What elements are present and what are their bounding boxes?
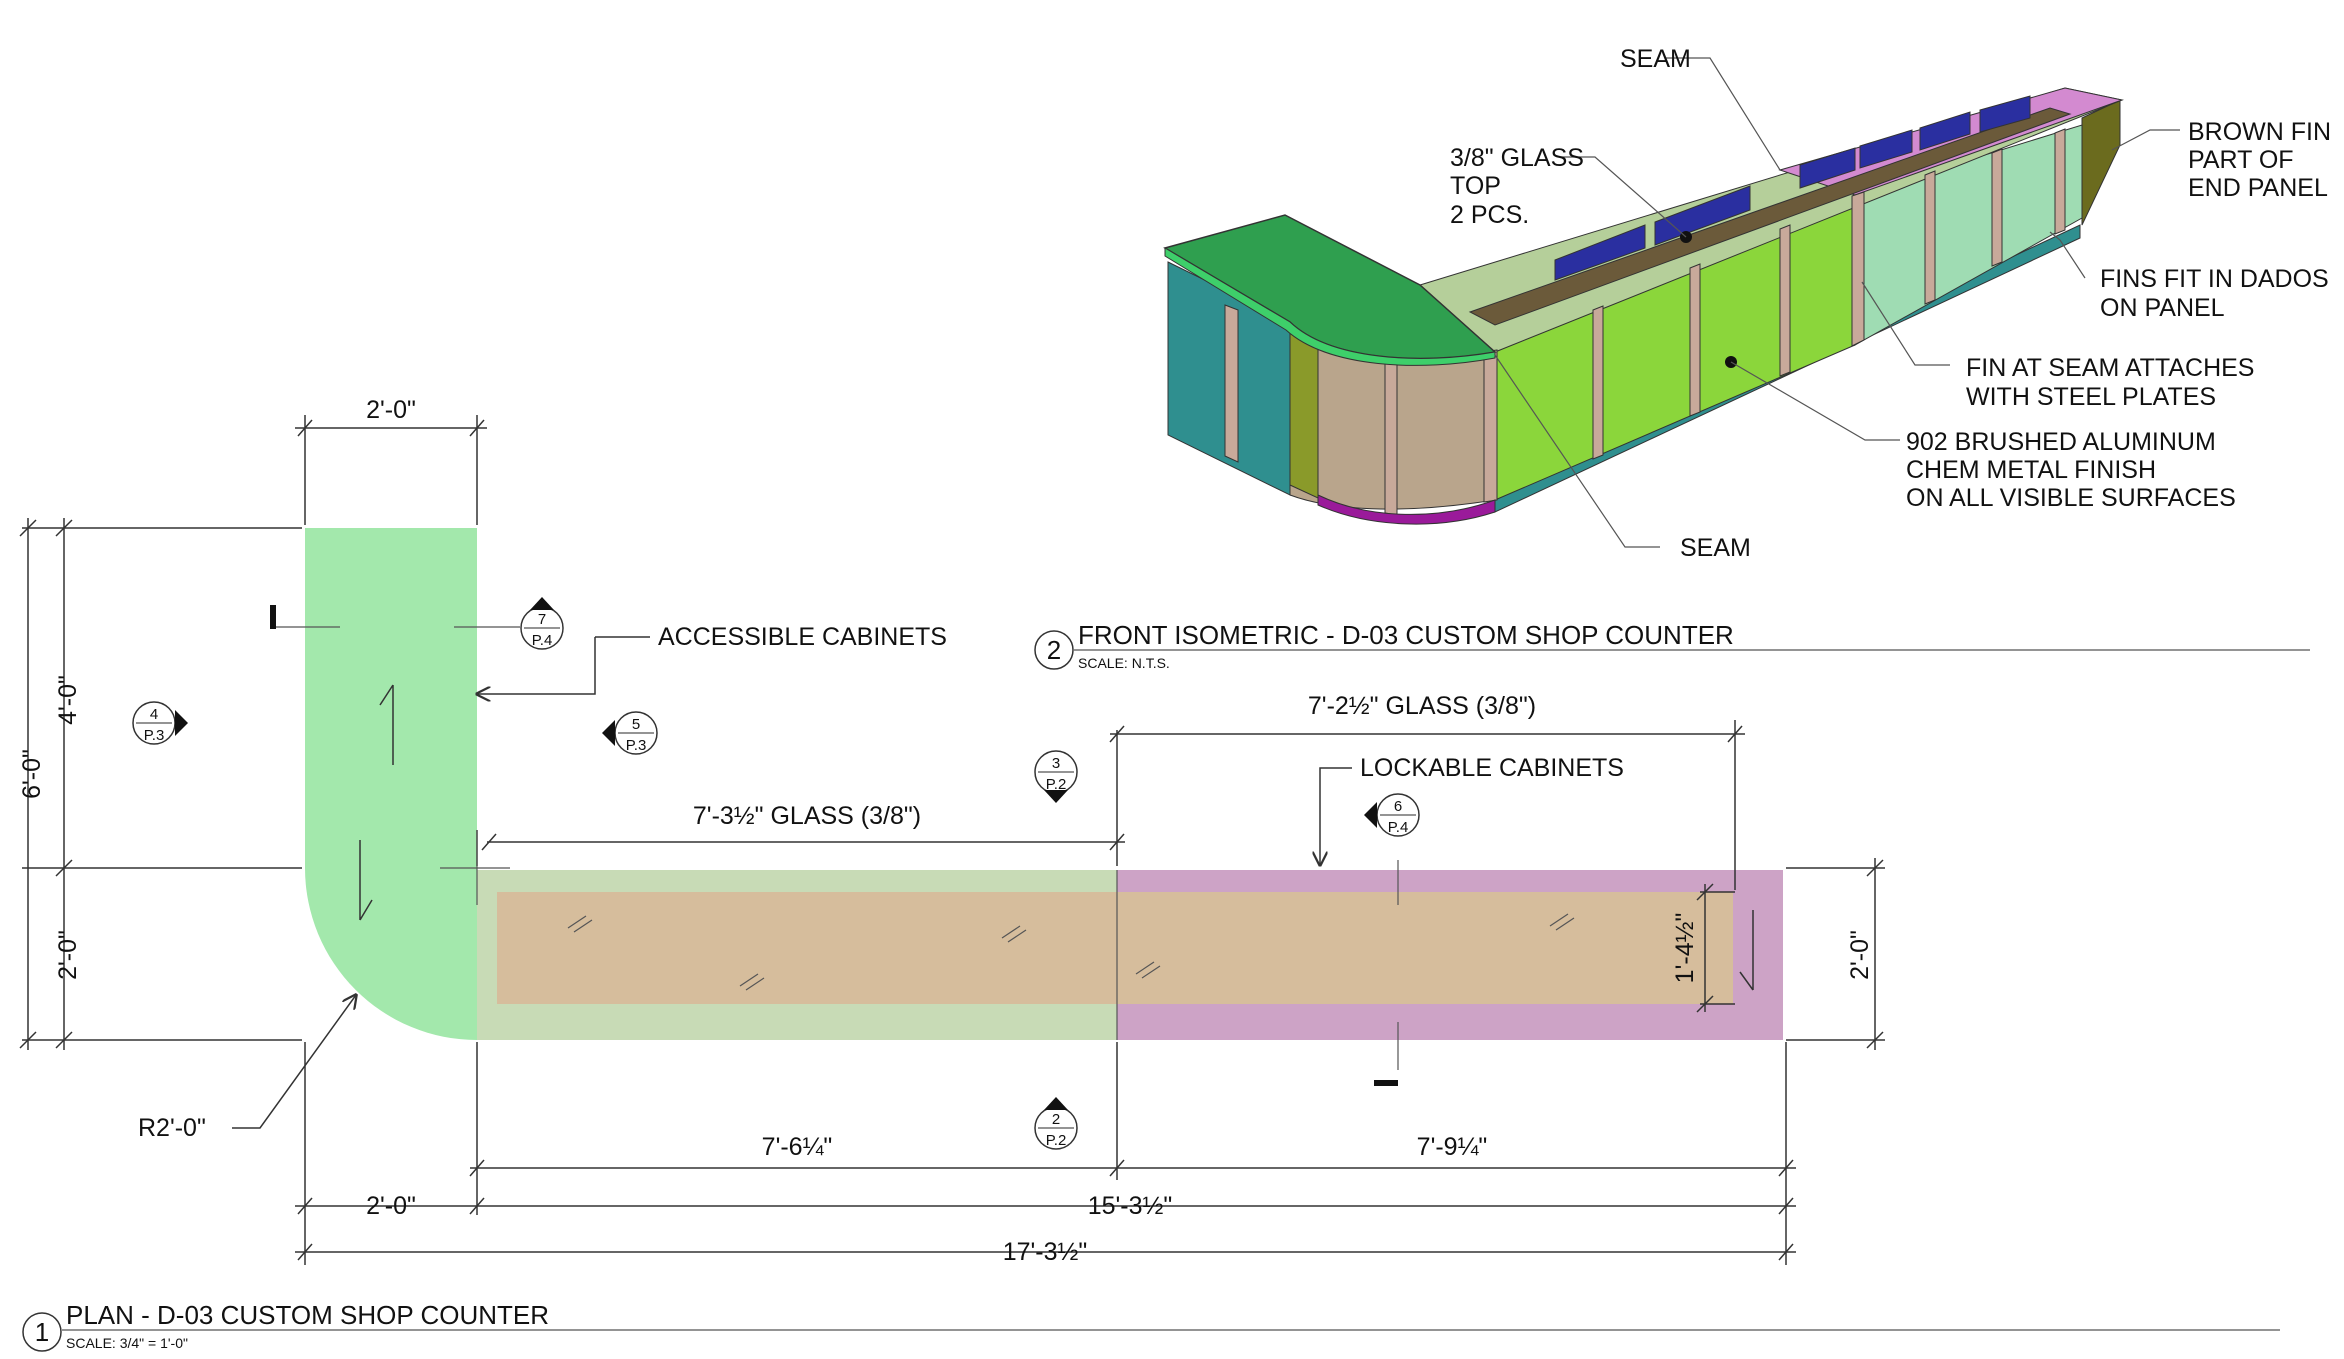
dim-left-6ft: 6'-0" — [18, 749, 46, 799]
section-tag-2-p2[interactable]: 2 P.2 — [1034, 1097, 1078, 1150]
plan-title: PLAN - D-03 CUSTOM SHOP COUNTER — [66, 1300, 549, 1330]
note-alum-line3: ON ALL VISIBLE SURFACES — [1906, 484, 2236, 512]
plan-scale: SCALE: 3/4" = 1'-0" — [66, 1335, 188, 1351]
section-cut-mark — [270, 605, 276, 629]
dim-bottom-right-run: 7'-9¼" — [1417, 1133, 1488, 1161]
iso-title-block: 2 FRONT ISOMETRIC - D-03 CUSTOM SHOP COU… — [1034, 620, 2310, 671]
note-alum-line2: CHEM METAL FINISH — [1906, 456, 2156, 484]
note-glass-line3: 2 PCS. — [1450, 201, 1529, 229]
glass-hatch-marks — [567, 913, 1575, 991]
note-steel-line2: WITH STEEL PLATES — [1966, 383, 2216, 411]
svg-text:P.2: P.2 — [1046, 776, 1067, 793]
note-lockable-cabinets: LOCKABLE CABINETS — [1360, 754, 1624, 782]
iso-curved-base — [1317, 494, 1496, 525]
section-tag-6-p4[interactable]: 6 P.4 — [1364, 793, 1420, 837]
iso-return-fin — [1224, 304, 1239, 463]
dim-top-width: 2'-0" — [366, 396, 416, 424]
plan-view: 2'-0" 6'-0" 4'-0" 2'-0" 2'-0" — [18, 396, 2280, 1352]
iso-inner-channel — [1468, 107, 2072, 326]
section-tag-4-p3[interactable]: 4 P.3 — [132, 701, 188, 745]
note-accessible-cabinets: ACCESSIBLE CABINETS — [658, 623, 947, 651]
iso-title-number: 2 — [1047, 635, 1061, 665]
iso-curved-fin-left — [1289, 321, 1319, 499]
note-fin-line2: PART OF — [2188, 146, 2294, 174]
note-fin-line3: END PANEL — [2188, 174, 2328, 202]
iso-scale: SCALE: N.T.S. — [1078, 655, 1170, 671]
iso-curved-fin — [1384, 359, 1398, 516]
note-dado-line2: ON PANEL — [2100, 294, 2225, 322]
note-fin-line1: BROWN FIN — [2188, 118, 2331, 146]
dim-glass-left: 7'-3½" GLASS (3/8") — [693, 802, 921, 830]
accessible-cabinet-area — [305, 528, 477, 1040]
svg-text:P.2: P.2 — [1046, 1132, 1067, 1149]
isometric-view: SEAM 3/8" GLASS TOP 2 PCS. BROWN FIN PAR… — [1034, 45, 2331, 671]
note-radius: R2'-0" — [138, 1114, 206, 1142]
iso-seam-fin — [1483, 349, 1498, 503]
note-dado-line1: FINS FIT IN DADOS — [2100, 265, 2329, 293]
iso-title: FRONT ISOMETRIC - D-03 CUSTOM SHOP COUNT… — [1078, 620, 1734, 650]
plan-title-number: 1 — [35, 1317, 49, 1347]
dim-bottom-2ft: 2'-0" — [366, 1192, 416, 1220]
dim-inner-height: 1'-4½" — [1671, 913, 1699, 984]
glass-top-area — [497, 892, 1733, 1004]
svg-text:P.3: P.3 — [144, 727, 165, 744]
dim-glass-right: 7'-2½" GLASS (3/8") — [1308, 692, 1536, 720]
note-glass-line1: 3/8" GLASS — [1450, 144, 1584, 172]
svg-text:P.3: P.3 — [626, 737, 647, 754]
note-alum-line1: 902 BRUSHED ALUMINUM — [1906, 428, 2216, 456]
swing-arrows — [359, 684, 1754, 991]
plan-title-block: 1 PLAN - D-03 CUSTOM SHOP COUNTER SCALE:… — [22, 1300, 2280, 1352]
svg-text:4: 4 — [150, 706, 158, 723]
note-seam-top: SEAM — [1620, 45, 1691, 73]
svg-text:7: 7 — [538, 611, 546, 628]
iso-front-fins — [1592, 128, 2066, 460]
section-tag-7-p4[interactable]: 7 P.4 — [520, 597, 564, 650]
dim-bottom-left-run: 7'-6¼" — [762, 1133, 833, 1161]
section-cut-mark — [1374, 1080, 1398, 1086]
section-tag-3-p2[interactable]: 3 P.2 — [1034, 750, 1078, 803]
dim-left-4ft: 4'-0" — [54, 675, 82, 725]
svg-text:5: 5 — [632, 716, 640, 733]
dim-bottom-15ft: 15'-3½" — [1088, 1192, 1173, 1220]
section-tag-5-p3[interactable]: 5 P.3 — [602, 711, 658, 755]
note-seam-bottom: SEAM — [1680, 534, 1751, 562]
dim-left-2ft: 2'-0" — [54, 930, 82, 980]
svg-text:P.4: P.4 — [532, 632, 553, 649]
dim-bottom-17ft: 17'-3½" — [1003, 1238, 1088, 1266]
note-steel-line1: FIN AT SEAM ATTACHES — [1966, 354, 2254, 382]
dim-right-2ft: 2'-0" — [1846, 930, 1874, 980]
svg-text:3: 3 — [1052, 755, 1060, 772]
svg-text:P.4: P.4 — [1388, 819, 1409, 836]
svg-text:2: 2 — [1052, 1111, 1060, 1128]
note-glass-line2: TOP — [1450, 172, 1501, 200]
svg-text:6: 6 — [1394, 798, 1402, 815]
iso-end-fin — [2081, 99, 2121, 226]
iso-blue-glass-panels — [1554, 95, 2031, 281]
